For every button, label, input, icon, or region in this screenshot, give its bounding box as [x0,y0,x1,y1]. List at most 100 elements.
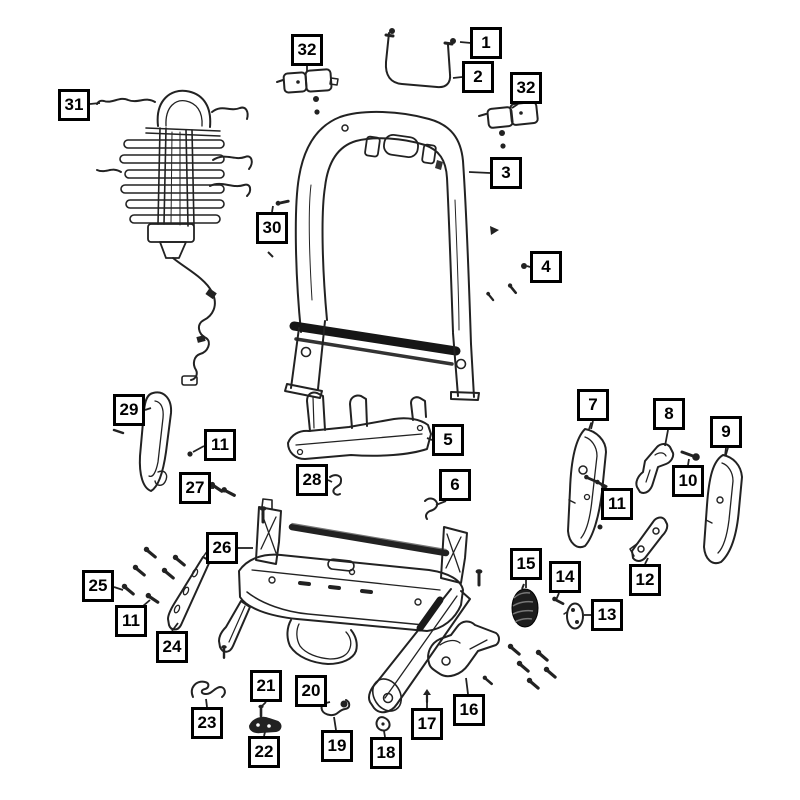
callout-label: 11 [211,435,229,454]
recliner-handle-part-8 [635,443,675,494]
back-panel-bracket-part [287,391,432,460]
hook-part-20 [320,699,351,717]
callout-label: 29 [119,400,139,419]
leader-line-2 [452,76,463,79]
callout-label: 32 [297,40,317,59]
callout-label: 2 [473,67,483,86]
callout-label: 5 [443,430,453,449]
callout-label: 20 [301,681,321,700]
callout-label: 28 [302,470,322,489]
callout-9: 9 [710,416,742,448]
callout-label: 21 [256,676,276,695]
leader-line-10 [687,458,690,466]
leader-line-9 [724,447,727,457]
leader-line-30 [271,205,274,213]
callout-21: 21 [250,670,282,702]
callout-12: 12 [629,564,661,596]
callout-label: 30 [262,218,282,237]
callout-label: 24 [162,637,182,656]
leader-line-32b [511,103,519,109]
callout-label: 18 [376,743,396,762]
callout-18: 18 [370,737,402,769]
leader-line-8 [664,429,669,447]
leader-line-12 [644,557,649,565]
clip-part-13 [563,602,584,630]
callout-label: 16 [459,700,479,719]
leader-line-11a [192,445,205,453]
side-shield-right-part-9 [703,447,743,565]
callout-11b: 11 [601,488,633,520]
callout-6: 6 [439,469,471,501]
callout-label: 32 [516,78,536,97]
latch-part-22 [249,716,282,734]
callout-label: 3 [501,163,511,182]
callout-label: 22 [254,742,274,761]
adjuster-knob-part-15 [511,583,539,628]
callout-2: 2 [462,61,494,93]
clip-part-28 [329,474,343,496]
leader-line-25 [113,586,124,591]
leader-line-4 [526,265,531,268]
side-shield-left-part [112,391,173,492]
callout-26: 26 [206,532,238,564]
leader-line-21 [261,701,267,707]
rivet-part-17 [423,689,431,704]
callout-label: 11 [608,494,626,513]
leader-line-5 [426,437,433,441]
screw-part-10 [680,450,700,461]
callout-22: 22 [248,736,280,768]
callout-1: 1 [470,27,502,59]
callout-4: 4 [530,251,562,283]
callout-label: 8 [664,404,674,423]
callout-32b: 32 [510,72,542,104]
callout-7: 7 [577,389,609,421]
callout-15: 15 [510,548,542,580]
callout-24: 24 [156,631,188,663]
callout-label: 27 [185,478,205,497]
callout-label: 7 [588,395,598,414]
callout-25: 25 [82,570,114,602]
callout-29: 29 [113,394,145,426]
recliner-shield-part-7 [567,422,607,549]
leader-line-24 [171,622,179,632]
clip-part-18 [375,716,391,732]
callout-10: 10 [672,465,704,497]
callout-5: 5 [432,424,464,456]
fastener-dots [187,28,603,530]
lumbar-wiring-harness [172,257,217,386]
callout-label: 25 [88,576,108,595]
leader-line-16 [465,677,469,695]
clip-part-6 [424,497,439,520]
callout-label: 4 [541,257,551,276]
callout-11a: 11 [204,429,236,461]
callout-28: 28 [296,464,328,496]
callout-31: 31 [58,89,90,121]
callout-13: 13 [591,599,623,631]
seat-back-frame-part [284,110,480,401]
callout-27: 27 [179,472,211,504]
callout-label: 19 [327,736,347,755]
leader-line-22 [263,731,266,737]
leader-line-7 [590,420,594,430]
hook-part-23 [190,680,226,698]
leader-line-28 [327,479,333,483]
callout-label: 14 [555,567,575,586]
callout-label: 15 [516,554,536,573]
callout-label: 31 [64,95,84,114]
leader-line-29 [144,407,152,411]
callout-14: 14 [549,561,581,593]
callout-label: 9 [721,422,731,441]
callout-20: 20 [295,675,327,707]
callout-label: 6 [450,475,460,494]
callout-16: 16 [453,694,485,726]
callout-11c: 11 [115,605,147,637]
leader-line-14 [555,592,560,601]
callout-label: 11 [122,611,140,630]
callout-19: 19 [321,730,353,762]
callout-label: 26 [212,538,232,557]
leader-line-18 [383,730,386,738]
callout-label: 12 [635,570,655,589]
callout-label: 10 [678,471,698,490]
